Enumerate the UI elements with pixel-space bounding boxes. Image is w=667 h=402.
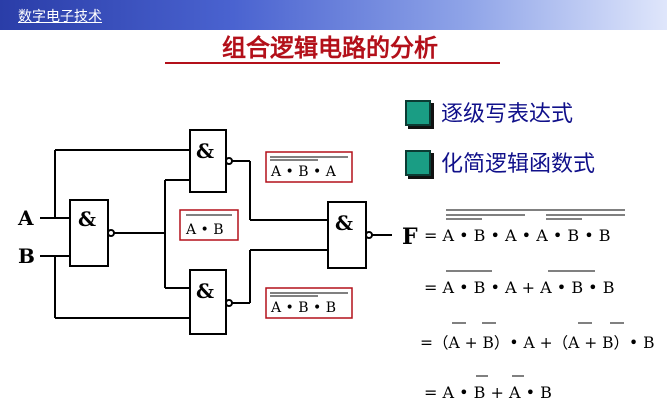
inversion-bubble — [365, 231, 373, 239]
slide-title: 组合逻辑电路的分析 — [222, 34, 438, 62]
input-a-label: A — [17, 206, 34, 230]
gate3-expression: A • B • B — [270, 300, 336, 316]
inversion-bubble — [225, 157, 233, 165]
gate1-symbol: & — [78, 207, 96, 231]
equation-line-4: = A • B + A • B — [424, 383, 552, 402]
teal-square-bullet-icon — [405, 100, 431, 126]
teal-square-bullet-icon — [405, 150, 431, 176]
equation-line-1: = A • B • A • A • B • B — [424, 226, 611, 245]
input-b-label: B — [18, 244, 35, 268]
title-underline — [165, 62, 500, 64]
equation-line-3: =（A + B）• A +（A + B）• B — [420, 334, 655, 352]
header-band — [0, 0, 667, 30]
bullet-label: 逐级写表达式 — [441, 102, 574, 127]
gate1-expression: A • B — [185, 222, 224, 238]
label-box-gate2 — [265, 151, 353, 183]
equation-line-2: = A • B • A + A • B • B — [424, 278, 615, 297]
gate3-symbol: & — [196, 279, 214, 303]
bullet-label: 化简逻辑函数式 — [441, 152, 596, 177]
inversion-bubble — [225, 299, 233, 307]
label-box-gate1 — [179, 209, 239, 241]
gate2-expression: A • B • A — [270, 164, 337, 180]
label-box-gate3 — [265, 287, 353, 319]
output-f-label: F — [402, 224, 418, 250]
course-label: 数字电子技术 — [18, 9, 102, 25]
inversion-bubble — [107, 229, 115, 237]
gate4-symbol: & — [335, 211, 353, 235]
gate2-symbol: & — [196, 139, 214, 163]
